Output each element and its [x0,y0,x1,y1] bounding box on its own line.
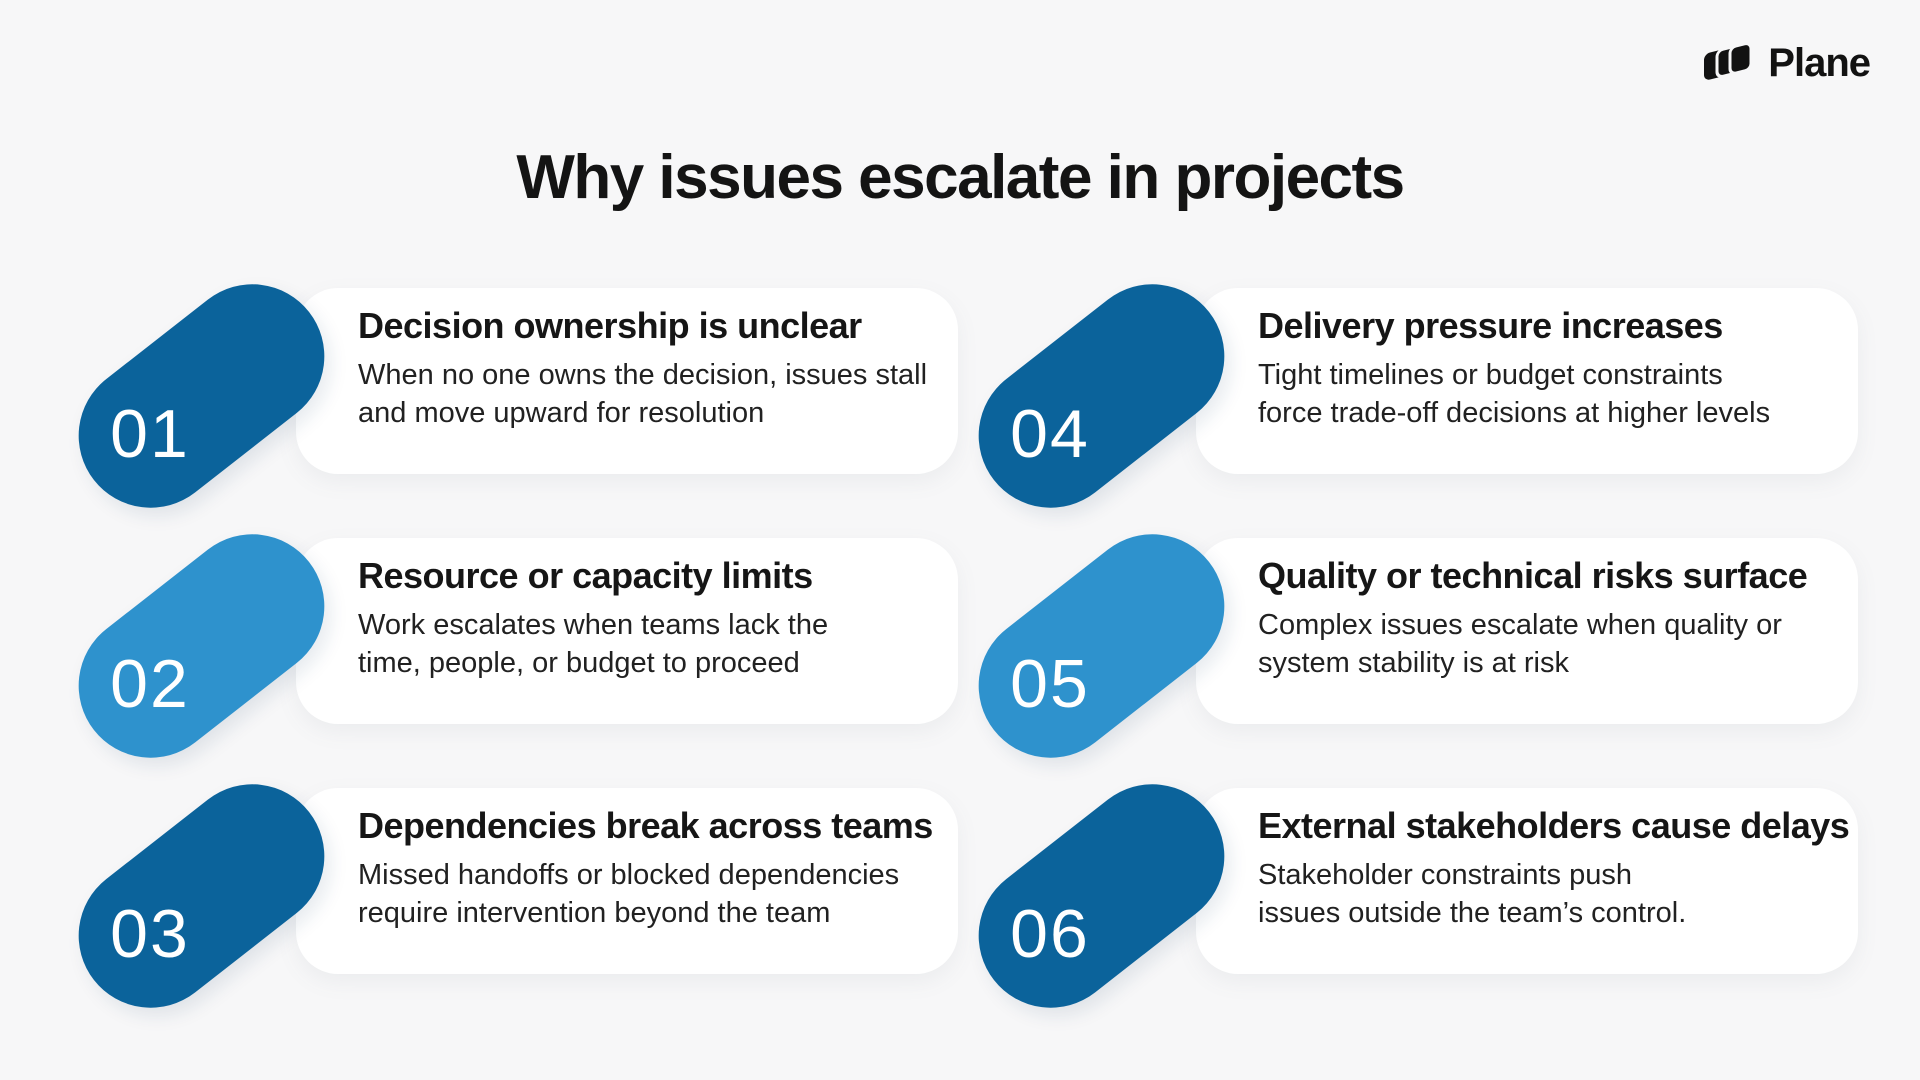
item-title: Resource or capacity limits [358,555,813,596]
item-title: Decision ownership is unclear [358,305,862,346]
item-title: Delivery pressure increases [1258,305,1723,346]
item-number: 01 [110,396,190,472]
description-line: require intervention beyond the team [358,896,831,929]
item-card [296,788,958,974]
item-card [1196,538,1858,724]
description-line: system stability is at risk [1258,646,1569,679]
description-line: When no one owns the decision, issues st… [358,358,928,391]
item-card [296,288,958,474]
item-title: Dependencies break across teams [358,805,933,846]
description-line: Tight timelines or budget constraints [1258,358,1723,391]
description-line: time, people, or budget to proceed [358,646,800,679]
description-line: Stakeholder constraints push [1258,858,1632,891]
item-card [1196,288,1858,474]
description-line: issues outside the team’s control. [1258,896,1687,929]
item-title: Quality or technical risks surface [1258,555,1808,596]
item-number: 03 [110,896,190,972]
item-number: 04 [1010,396,1090,472]
plane-logo-icon [1704,42,1753,80]
item-title: External stakeholders cause delays [1258,805,1850,846]
description-line: Missed handoffs or blocked dependencies [358,858,900,891]
item-card [1196,788,1858,974]
description-line: Work escalates when teams lack the [358,608,829,641]
item-card [296,538,958,724]
item-number: 05 [1010,646,1090,722]
item-number: 06 [1010,896,1090,972]
brand-logo: Plane [1700,40,1871,86]
description-line: and move upward for resolution [358,396,765,429]
description-line: Complex issues escalate when quality or [1258,608,1782,641]
page-title: Why issues escalate in projects [516,143,1405,212]
description-line: force trade-off decisions at higher leve… [1258,396,1771,429]
item-number: 02 [110,646,190,722]
brand-name: Plane [1768,40,1871,85]
